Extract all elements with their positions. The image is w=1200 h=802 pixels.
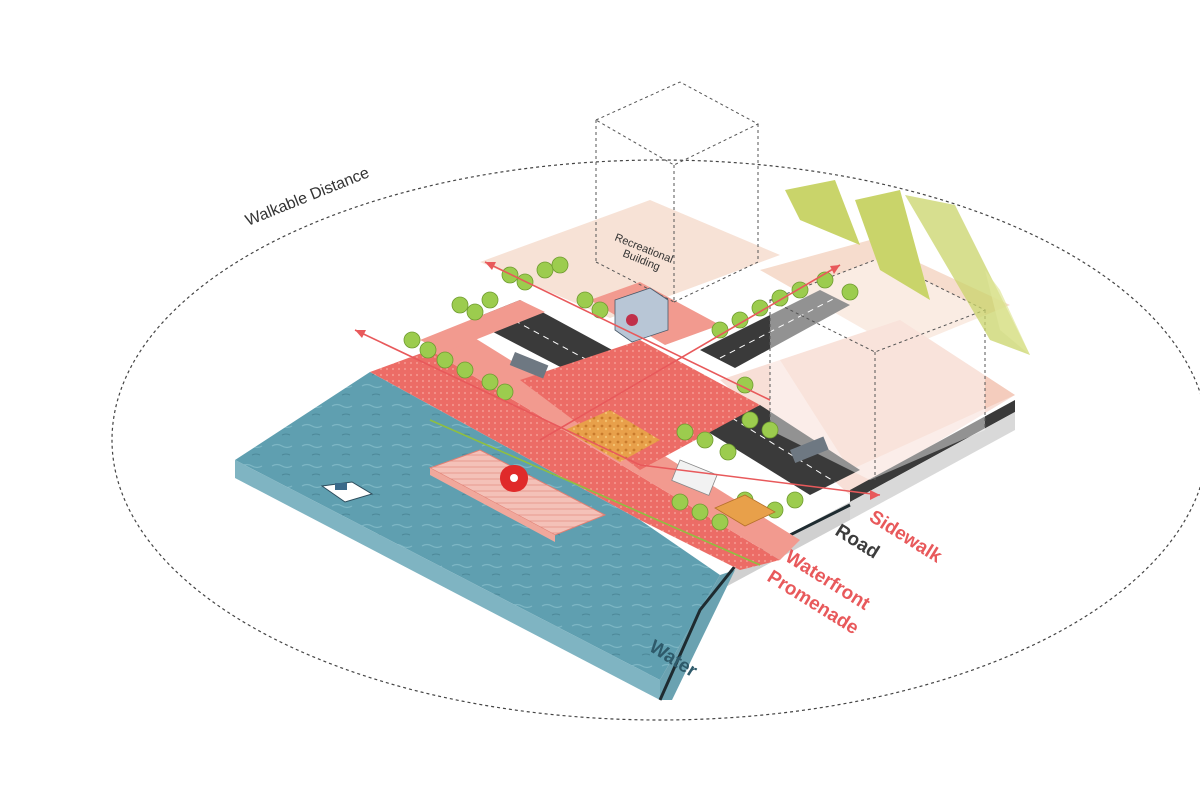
right-building-outline: [768, 257, 987, 480]
floating-platform: [428, 449, 607, 542]
sun-shade-icon: [785, 180, 1030, 355]
walkable-distance-ellipse: [111, 159, 1200, 721]
boat-icon: [320, 481, 374, 503]
water-right-face: [660, 570, 735, 700]
station-icon: [626, 314, 638, 326]
trees: [403, 256, 859, 531]
sports-court: [714, 494, 776, 527]
water-surface: [235, 372, 720, 680]
site-features: [509, 287, 829, 527]
water-front-face: [235, 460, 660, 700]
sidewalk-label: Sidewalk: [865, 506, 945, 567]
bus: [509, 351, 549, 379]
walking-route-arrows: [354, 261, 881, 566]
bus-right: [789, 436, 829, 463]
water-body: [235, 372, 851, 701]
walkable-distance-label: Walkable Distance: [243, 164, 372, 229]
plaza-square: [565, 410, 660, 462]
land-blocks: [480, 200, 1015, 495]
